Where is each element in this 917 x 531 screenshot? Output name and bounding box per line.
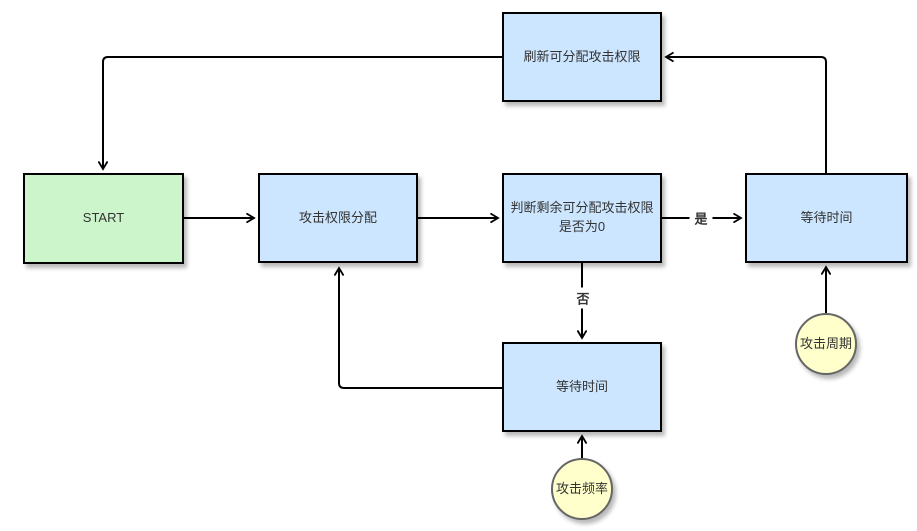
- node-attack-cycle-label: 攻击周期: [799, 335, 852, 351]
- node-start-label: START: [82, 210, 125, 226]
- node-attack-permission-allocation[interactable]: 攻击权限分配: [258, 173, 418, 263]
- node-wait-time-bottom[interactable]: 等待时间: [502, 342, 662, 432]
- edge-refresh-to-start: [97, 56, 502, 171]
- edge-label-yes: 是: [689, 207, 713, 229]
- node-judge-remaining-permissions-label: 判断剩余可分配攻击权限是否为0: [510, 200, 654, 234]
- node-attack-cycle[interactable]: 攻击周期: [795, 313, 857, 375]
- node-wait-time-right[interactable]: 等待时间: [745, 173, 908, 263]
- node-refresh-permissions[interactable]: 刷新可分配攻击权限: [502, 12, 662, 102]
- node-wait-time-bottom-label: 等待时间: [555, 378, 608, 394]
- edge-wait-right-to-refresh: [664, 51, 827, 173]
- node-refresh-permissions-label: 刷新可分配攻击权限: [523, 48, 641, 64]
- node-attack-frequency[interactable]: 攻击频率: [551, 458, 613, 520]
- edge-label-no: 否: [571, 287, 595, 309]
- node-wait-time-right-label: 等待时间: [800, 209, 853, 225]
- node-attack-frequency-label: 攻击频率: [555, 480, 608, 496]
- node-start[interactable]: START: [23, 173, 184, 264]
- node-judge-remaining-permissions[interactable]: 判断剩余可分配攻击权限是否为0: [502, 173, 662, 263]
- edge-wait-bottom-to-alloc: [333, 266, 502, 389]
- node-attack-permission-allocation-label: 攻击权限分配: [298, 209, 377, 225]
